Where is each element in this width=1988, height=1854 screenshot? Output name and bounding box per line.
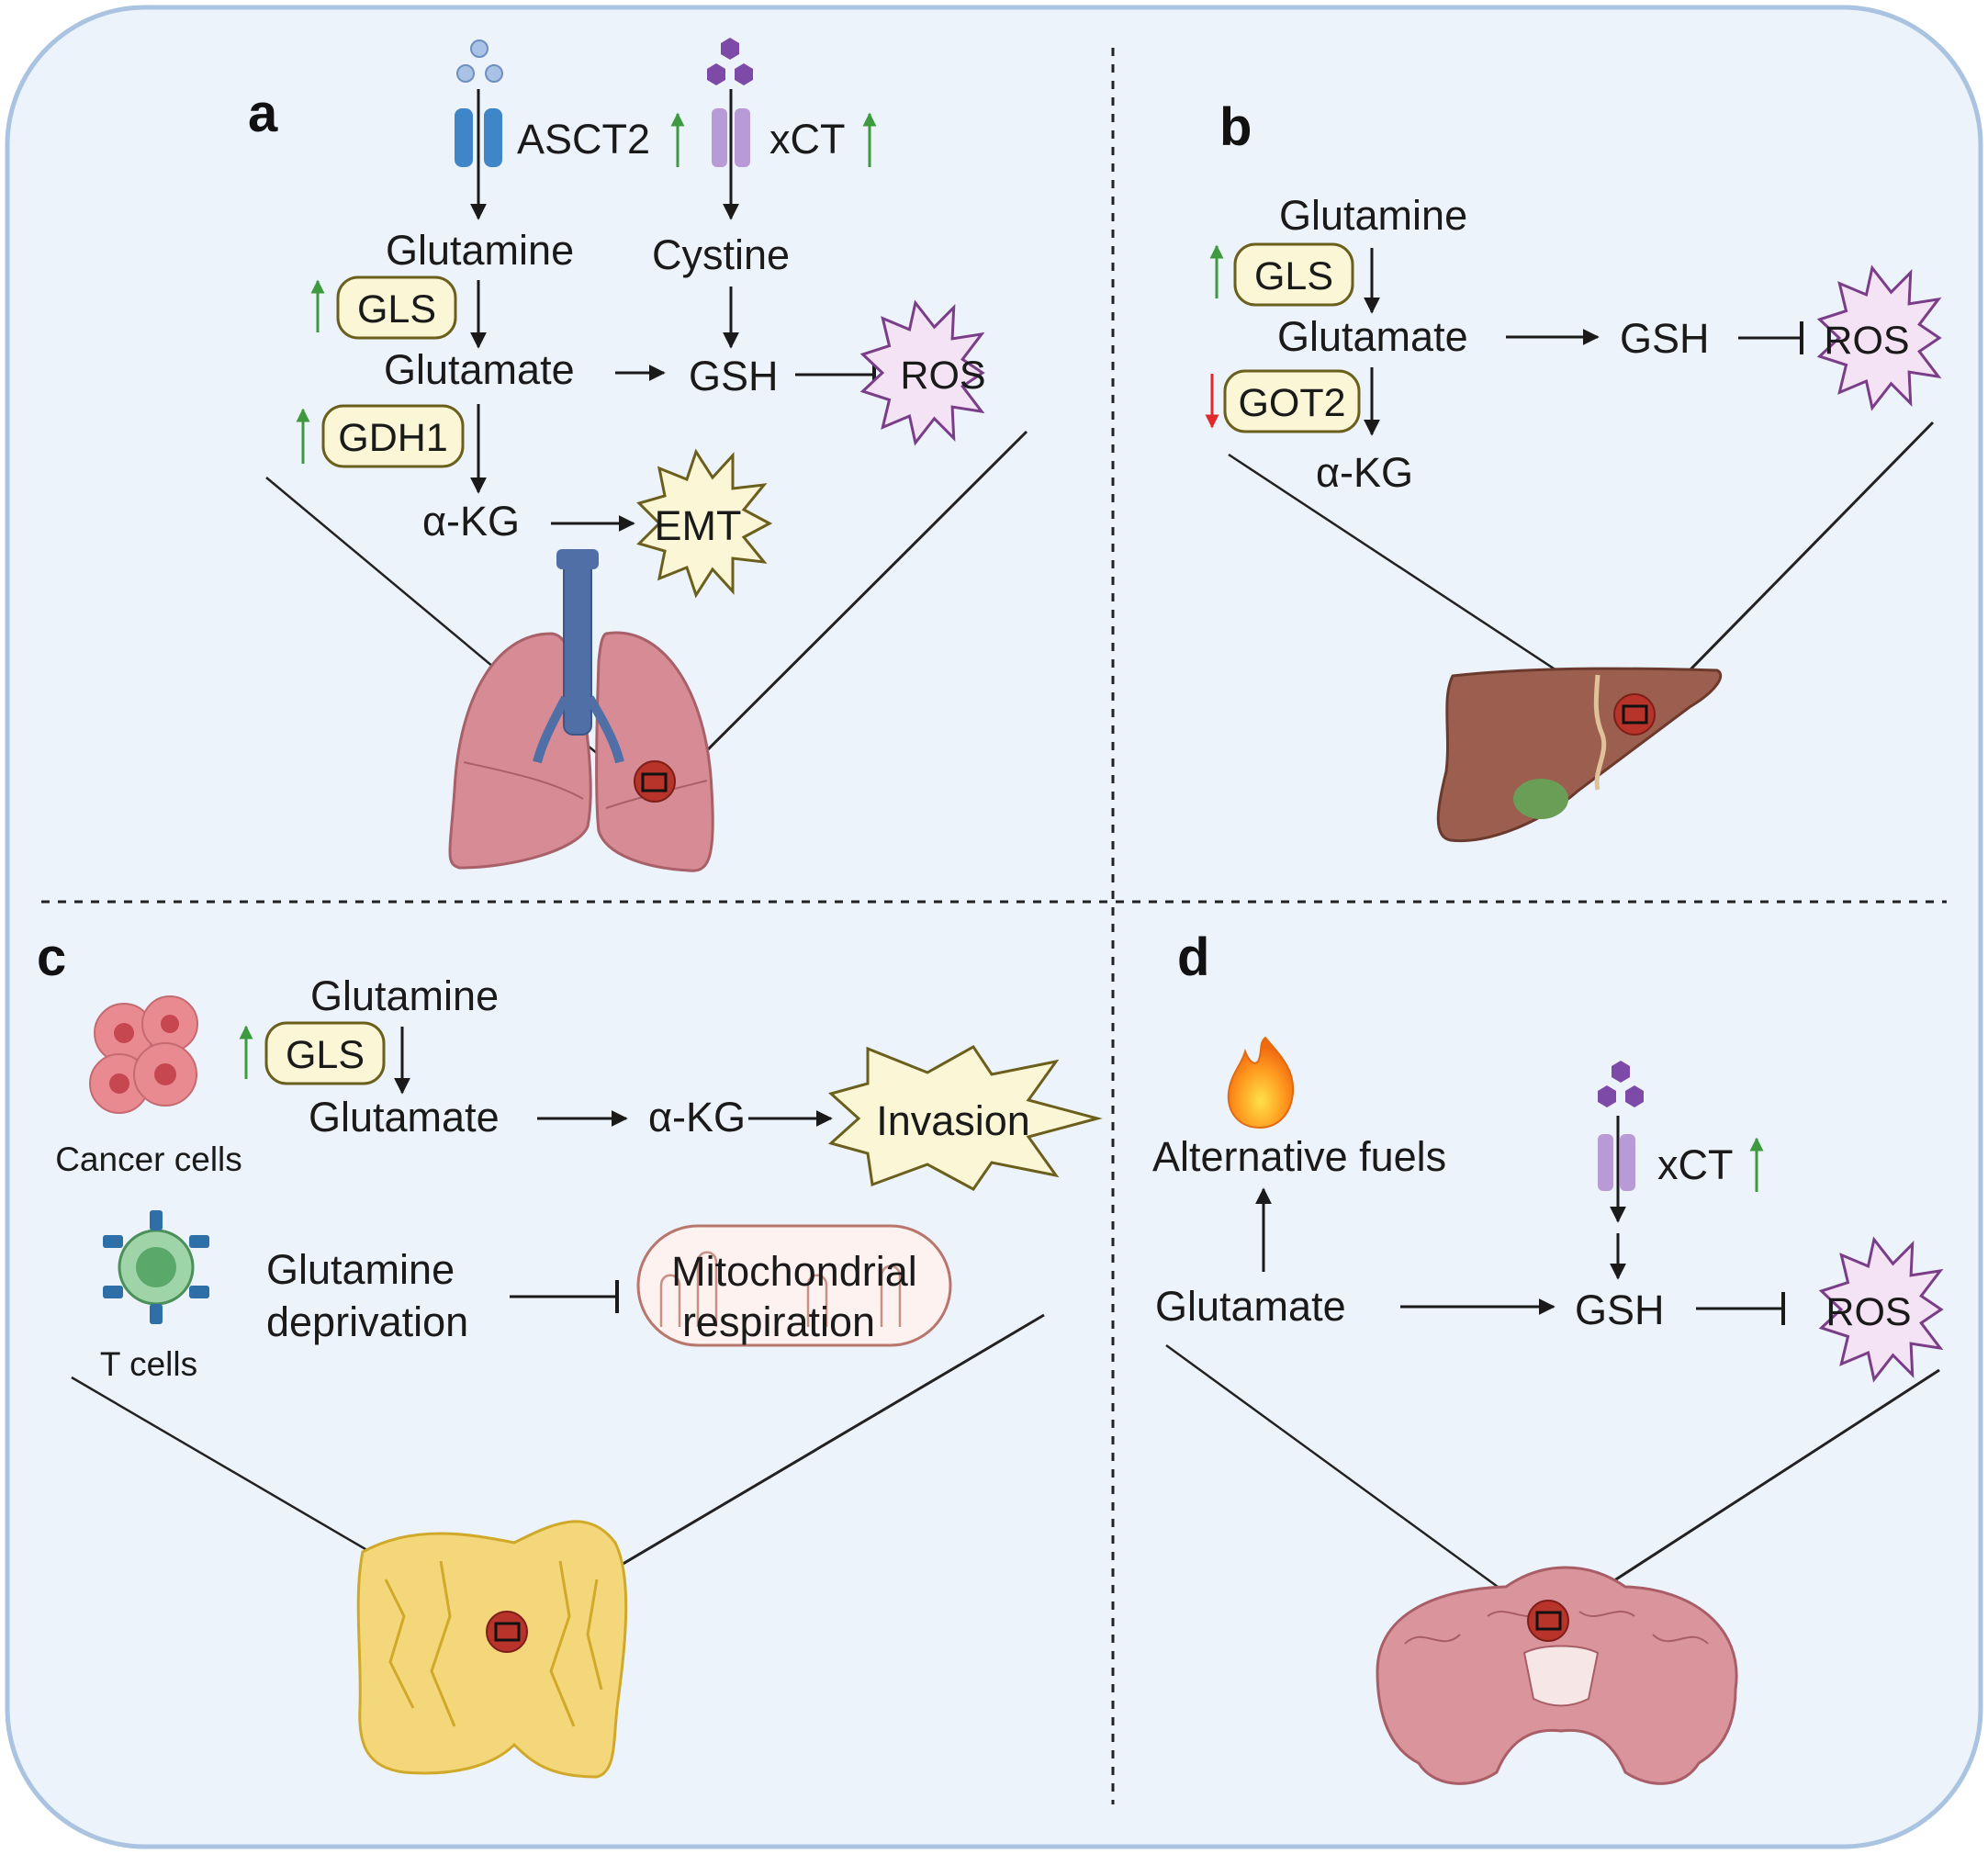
- emt-label: EMT: [655, 502, 742, 549]
- glutamine-label: Glutamine: [386, 227, 574, 274]
- gsh-label: GSH: [689, 353, 779, 399]
- gls-enzyme-box: [264, 1021, 386, 1085]
- akg-label: α-KG: [648, 1094, 746, 1140]
- panel-a: a ASCT2 xCT Glutamine Cystine: [248, 38, 1028, 872]
- emt-burst-icon: [636, 448, 773, 599]
- liver-zoom-box: [1622, 704, 1648, 725]
- gdh1-label: GDH1: [338, 416, 447, 460]
- glutamine-label: Glutamine: [1279, 192, 1467, 239]
- xct-transporter-icon: [1598, 1134, 1635, 1191]
- panel-d-label: d: [1177, 927, 1209, 987]
- ros-label: ROS: [900, 354, 985, 398]
- liver-tumor-icon: [1613, 693, 1656, 736]
- glutamate-label: Glutamate: [309, 1094, 500, 1140]
- ros-label: ROS: [1824, 319, 1909, 363]
- ros-label: ROS: [1825, 1290, 1911, 1334]
- cystine-molecules-icon: [707, 38, 753, 85]
- xct-label: xCT: [1657, 1141, 1734, 1188]
- alternative-fuels-label: Alternative fuels: [1152, 1133, 1446, 1180]
- mito-label-line1: Mitochondrial: [671, 1248, 917, 1295]
- panel-a-label: a: [248, 84, 278, 143]
- glutamate-label: Glutamate: [1277, 313, 1468, 360]
- gsh-label: GSH: [1620, 315, 1710, 362]
- gls-label: GLS: [1254, 254, 1333, 298]
- gls-enzyme-box: [336, 275, 457, 340]
- invasion-burst-icon: [827, 1045, 1103, 1191]
- brain-tumor-icon: [1527, 1600, 1569, 1642]
- gls-label: GLS: [357, 287, 436, 331]
- deprivation-label-line2: deprivation: [266, 1298, 468, 1345]
- colon-organ-icon: [356, 1520, 628, 1779]
- glutamate-label: Glutamate: [384, 346, 575, 393]
- t-cell-icon: [103, 1210, 209, 1324]
- panel-b: b Glutamine GLS Glutamate GSH ROS GOT2 α…: [1205, 97, 1942, 843]
- xct-transporter-icon: [712, 108, 750, 167]
- panel-d: d Alternative fuels xCT Glutamate GSH RO…: [1152, 927, 1944, 1785]
- akg-label: α-KG: [422, 498, 520, 545]
- cystine-label: Cystine: [652, 231, 790, 278]
- cancer-cells-label: Cancer cells: [55, 1140, 242, 1178]
- brain-organ-icon: [1376, 1566, 1738, 1785]
- lung-organ-icon: [448, 549, 714, 872]
- gsh-label: GSH: [1575, 1287, 1665, 1333]
- flame-icon: [1227, 1036, 1295, 1129]
- deprivation-label-line1: Glutamine: [266, 1246, 455, 1293]
- asct2-transporter-icon: [455, 108, 502, 167]
- ros-burst-icon: [1818, 1236, 1944, 1383]
- glutamate-label: Glutamate: [1155, 1283, 1346, 1330]
- panel-c: c Cancer cells Glutamine GLS Glutamate α…: [37, 927, 1103, 1779]
- glutamine-label: Glutamine: [310, 972, 499, 1019]
- mitochondrion-icon: [636, 1224, 952, 1347]
- got2-enzyme-box: [1223, 369, 1361, 433]
- glutamine-molecules-icon: [456, 39, 503, 83]
- colon-tumor-icon: [486, 1611, 528, 1653]
- panel-b-label: b: [1219, 97, 1252, 157]
- got2-label: GOT2: [1238, 381, 1345, 425]
- xct-label: xCT: [769, 116, 846, 163]
- figure-frame: [5, 5, 1983, 1849]
- ros-burst-icon: [1816, 264, 1942, 411]
- invasion-label: Invasion: [876, 1097, 1030, 1144]
- brain-zoom-box: [1535, 1611, 1562, 1631]
- gdh1-enzyme-box: [321, 404, 465, 468]
- t-cells-label: T cells: [100, 1345, 197, 1383]
- ros-burst-icon: [859, 299, 985, 446]
- gls-enzyme-box: [1233, 242, 1354, 307]
- akg-label: α-KG: [1316, 449, 1413, 496]
- mito-label-line2: respiration: [682, 1298, 875, 1345]
- cystine-molecules-icon: [1598, 1061, 1644, 1107]
- gls-label: GLS: [286, 1033, 365, 1077]
- lung-tumor-icon: [634, 760, 676, 803]
- cancer-cells-icon: [89, 995, 198, 1114]
- asct2-label: ASCT2: [517, 116, 650, 163]
- colon-zoom-box: [494, 1622, 521, 1642]
- panel-c-label: c: [37, 927, 66, 987]
- lung-zoom-box: [641, 772, 668, 792]
